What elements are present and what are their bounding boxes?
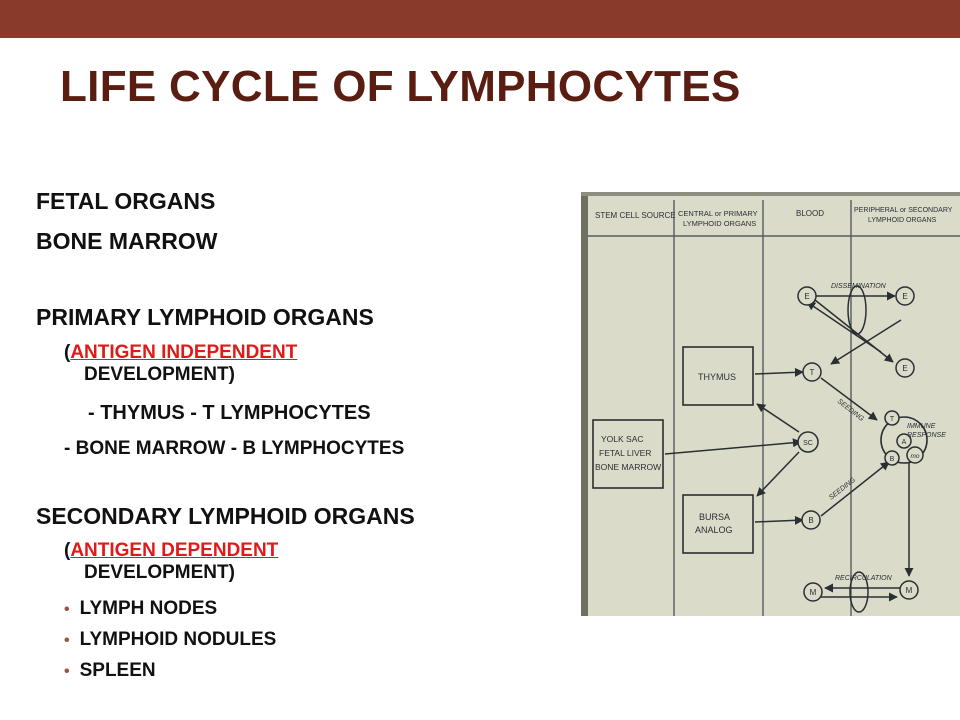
bursa-box — [682, 494, 754, 554]
col-periph-label-1: PERIPHERAL or SECONDARY — [854, 207, 953, 214]
bullet-item: • LYMPHOID NODULES — [64, 629, 276, 651]
bone-marrow-label: BONE MARROW — [595, 462, 661, 472]
dissemination-label: DISSEMINATION — [831, 283, 887, 290]
bullet-text: LYMPH NODES — [79, 598, 218, 619]
primary-antigen-line: (ANTIGEN INDEPENDENT — [64, 342, 297, 364]
bone-marrow-heading: BONE MARROW — [36, 228, 218, 254]
yolk-sac-box — [592, 419, 664, 489]
cell-a-organ-label: A — [902, 439, 907, 446]
cell-t-organ-label: T — [890, 416, 895, 423]
cell-e-lower — [895, 358, 915, 378]
bullet-item: • SPLEEN — [64, 660, 156, 682]
cell-sc — [797, 431, 819, 453]
bursa-label: BURSA — [699, 512, 730, 522]
lymphocyte-diagram-photo: STEM CELL SOURCE CENTRAL or PRIMARY LYMP… — [581, 192, 960, 616]
cell-sc-label: SC — [803, 440, 813, 447]
peripheral-organ-circle — [880, 416, 928, 464]
cell-e-periph-label: E — [902, 292, 907, 301]
bullet-icon: • — [64, 601, 70, 618]
secondary-development-text: DEVELOPMENT) — [84, 562, 235, 583]
col-central-label-2: LYMPHOID ORGANS — [683, 219, 756, 228]
cell-m-blood-label: M — [810, 588, 817, 597]
paren-open: ( — [64, 342, 71, 363]
col-blood-label: BLOOD — [796, 209, 824, 218]
recirculation-label: RECIRCULATION — [835, 575, 893, 582]
cell-b-blood-label: B — [808, 516, 813, 525]
cell-e-lower-label: E — [902, 364, 907, 373]
bullet-item: • LYMPH NODES — [64, 598, 217, 620]
lymphocyte-diagram: STEM CELL SOURCE CENTRAL or PRIMARY LYMP… — [581, 192, 960, 616]
bullet-text: LYMPHOID NODULES — [79, 629, 277, 650]
fetal-organs-heading: FETAL ORGANS — [36, 188, 216, 214]
bone-marrow-b-line: - BONE MARROW - B LYMPHOCYTES — [64, 438, 405, 459]
cell-m-periph-label: M — [906, 586, 913, 595]
cell-t-blood — [802, 362, 822, 382]
cell-b-blood — [801, 510, 821, 530]
cell-t-blood-label: T — [810, 368, 815, 377]
cell-m-periph — [899, 580, 919, 600]
fetal-liver-label: FETAL LIVER — [599, 448, 651, 458]
slide-text: FETAL ORGANS BONE MARROW PRIMARY LYMPHOI… — [36, 188, 415, 682]
cell-t-organ — [884, 410, 900, 426]
secondary-antigen-line: (ANTIGEN DEPENDENT — [64, 540, 278, 562]
cell-m-blood — [803, 582, 823, 602]
cell-mo-organ — [906, 446, 924, 464]
secondary-organs-heading: SECONDARY LYMPHOID ORGANS — [36, 503, 415, 529]
col-central-label-1: CENTRAL or PRIMARY — [678, 209, 758, 218]
antigen-independent-text: ANTIGEN INDEPENDENT — [70, 342, 298, 363]
analog-label: ANALOG — [695, 525, 733, 535]
primary-development-text: DEVELOPMENT) — [84, 364, 235, 385]
cell-e-blood — [797, 286, 817, 306]
cell-e-blood-label: E — [804, 292, 809, 301]
thymus-t-line: - THYMUS - T LYMPHOCYTES — [88, 402, 371, 424]
col-periph-label-2: LYMPHOID ORGANS — [868, 217, 937, 224]
immune-label-1: IMMUNE — [907, 423, 936, 430]
col-stem-label: STEM CELL SOURCE — [595, 211, 676, 220]
yolk-sac-label: YOLK SAC — [601, 434, 644, 444]
cell-b-organ-label: B — [890, 456, 895, 463]
seeding-label-lower: SEEDING — [828, 476, 858, 501]
cell-a-organ — [896, 433, 912, 449]
bullet-icon: • — [64, 663, 70, 680]
paren-open: ( — [64, 540, 71, 561]
cell-b-organ — [884, 450, 900, 466]
slide-title: LIFE CYCLE OF LYMPHOCYTES — [60, 62, 741, 111]
bullet-icon: • — [64, 632, 70, 649]
top-accent-bar — [0, 0, 960, 38]
bullet-text: SPLEEN — [79, 660, 156, 681]
thymus-box-label: THYMUS — [698, 372, 736, 382]
antigen-dependent-text: ANTIGEN DEPENDENT — [70, 540, 279, 561]
cell-mo-organ-label: mo — [910, 453, 919, 460]
primary-organs-heading: PRIMARY LYMPHOID ORGANS — [36, 304, 374, 330]
thymus-box — [682, 346, 754, 406]
cell-e-periph — [895, 286, 915, 306]
